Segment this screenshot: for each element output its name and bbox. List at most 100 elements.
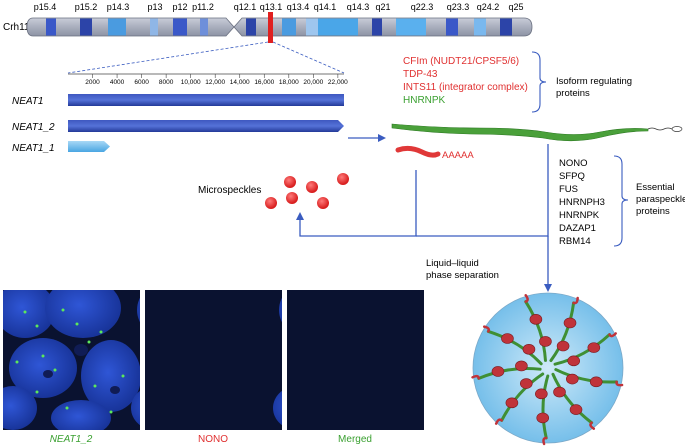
paraspeckle-spot [75,322,79,326]
arrow-to-microspeckles [296,170,417,237]
cell-nucleus [131,390,140,426]
paraspeckle-spot [15,360,19,364]
band-label: p15.4 [34,2,57,12]
droplet-rna-end [524,294,529,303]
paraspeckle-spot [0,311,2,314]
ruler-tick-label: 14,000 [230,79,250,86]
nucleolus [110,386,120,394]
paraspeckle-spot [23,310,27,314]
microspeckles: Microspeckles [198,173,349,209]
microspeckle-dot [265,197,277,209]
droplet-rna-strand [524,300,547,362]
caption-neat1-2: NEAT1_2 [50,434,93,445]
microspeckle-dot [337,173,349,185]
neat1-2-label: NEAT1_2 [12,122,55,133]
paraspeckle-spot [35,390,39,394]
paraspeckle-spot [0,331,2,334]
band-label: p15.2 [75,2,98,12]
droplet-rna-strand [549,301,576,363]
cell-nucleus [273,390,282,426]
microspeckle-dot [306,181,318,193]
droplet-rna-end [615,380,624,387]
neat1-gene-bar [68,94,344,106]
ruler-tick-label: 2000 [85,79,100,86]
isoform-protein-cfim: CFIm (NUDT21/CPSF5/6) [403,56,519,67]
paraspeckle-spot [35,324,39,328]
chromosome-band-blocks [46,18,512,36]
cell-nucleus [51,400,111,430]
droplet-rna-strand [500,372,545,422]
droplet-protein-blob [587,342,601,353]
essential-protein-bracket [613,155,629,247]
paraspeckle-spot [0,341,2,344]
droplet-protein-blob [491,366,505,377]
polya-tail-icon [647,126,683,132]
paraspeckle-spot [99,330,103,334]
neat1-2-transcript-bar [68,120,344,132]
microspeckle-dot [284,176,296,188]
essential-protein-hnrnph3: HNRNPH3 [559,197,605,208]
droplet-protein-blob [501,333,514,344]
zoom-guide-right [272,41,345,74]
band-label: p13 [147,2,162,12]
droplet-protein-blob [539,336,552,347]
caption-merged: Merged [338,434,372,445]
essential-protein-dazap1: DAZAP1 [559,223,596,234]
droplet-protein-blob [553,386,566,398]
microspeckles-label: Microspeckles [198,185,261,196]
neat1-label: NEAT1 [12,96,44,107]
droplet-protein-blob [569,404,583,415]
band-label: p11.2 [192,2,214,12]
droplet-rna-strand [477,366,542,380]
ruler-tick-label: 20,000 [303,79,323,86]
essential-protein-hnrnpk: HNRNPK [559,210,600,221]
ruler-tick-label: 12,000 [205,79,225,86]
paraspeckle-spot [0,361,2,364]
essential-group-label-line2: paraspeckle [636,194,685,205]
llps-label: Liquid–liquid phase separation [426,258,499,281]
arrow-from-proteins-to-microspeckles [416,144,549,237]
short-isoform-rna: AAAAA [395,145,474,161]
isoform-regulating-proteins: CFIm (NUDT21/CPSF5/6) TDP-43 INTS11 (int… [403,51,632,113]
droplet-protein-blob [529,314,543,325]
cell-nucleus [137,297,140,323]
band-label: p14.3 [107,2,130,12]
llps-label-line1: Liquid–liquid [426,258,479,269]
droplet-rna-end [589,421,596,430]
neat1-1-rna-strand [395,145,441,158]
neat1-1-label: NEAT1_1 [12,143,55,154]
cell-nucleus [3,290,55,338]
chromosome-name: Crh11 [3,22,30,33]
micrograph-nono [145,290,282,430]
droplet-rna-strands [477,300,619,440]
long-isoform-rna [391,123,683,142]
transcripts: NEAT1 NEAT1_2 NEAT1_1 [12,94,344,154]
isoform-group-label-line1: Isoform regulating [556,76,632,87]
droplet-rna-end [482,325,491,333]
essential-paraspeckle-proteins: NONO SFPQ FUS HNRNPH3 HNRNPK DAZAP1 RBM1… [559,155,685,247]
paraspeckle-spot [0,385,2,388]
isoform-protein-tdp43: TDP-43 [403,69,438,80]
paraspeckle-spot [0,355,2,358]
isoform-protein-ints11: INTS11 (integrator complex) [403,82,528,93]
cell-nucleus [45,290,121,338]
droplet-rna-strand [486,329,543,366]
paraspeckle-spot [87,340,91,344]
ruler-tick-label: 18,000 [279,79,299,86]
micrograph-panels: NEAT1_2 NONO Merged [0,290,424,445]
nucleolus [74,344,88,356]
droplet-rna-strand [541,374,550,440]
droplet-rna-end [608,332,617,338]
essential-protein-nono: NONO [559,158,588,169]
flow-arrows [296,134,552,292]
llps-label-line2: phase separation [426,270,499,281]
band-label: q23.3 [447,2,470,12]
droplet-rna-strand [554,368,619,384]
droplet-protein-blob [563,317,577,329]
band-label: q13.1 [260,2,283,12]
paraspeckle-spot [93,384,97,388]
droplet-protein-blob [556,340,570,352]
chromosome: Crh11 p15.4 p15.2 p14.3 p13 p12 p1 [3,2,533,74]
droplet-protein-blob [522,344,536,355]
